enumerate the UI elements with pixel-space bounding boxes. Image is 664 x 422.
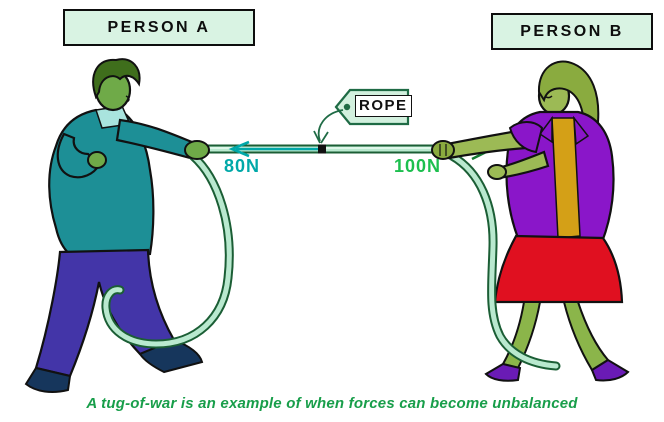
person-b-hand [431,140,455,160]
caption: A tug-of-war is an example of when force… [86,395,578,412]
person-b-label-box: PERSON B [491,13,653,50]
rope-marker-dot [318,144,326,154]
rope-slack-right [447,151,561,371]
tag-hole-icon [343,103,351,111]
person-a-figure [24,58,204,393]
person-a-label-box: PERSON A [63,9,255,46]
person-a-label: PERSON A [107,18,211,36]
person-b-arms [431,121,550,180]
tag-pointer-arrow [313,109,344,144]
person-b-label: PERSON B [520,22,624,40]
force-left-label: 80N [224,156,261,176]
force-left-arrow [228,140,322,158]
person-a-hand [184,140,210,160]
rope-tag-label: ROPE [355,95,412,117]
rope-slack-left [101,151,234,349]
person-b-figure [484,60,630,382]
force-right-label: 100N [394,156,442,176]
